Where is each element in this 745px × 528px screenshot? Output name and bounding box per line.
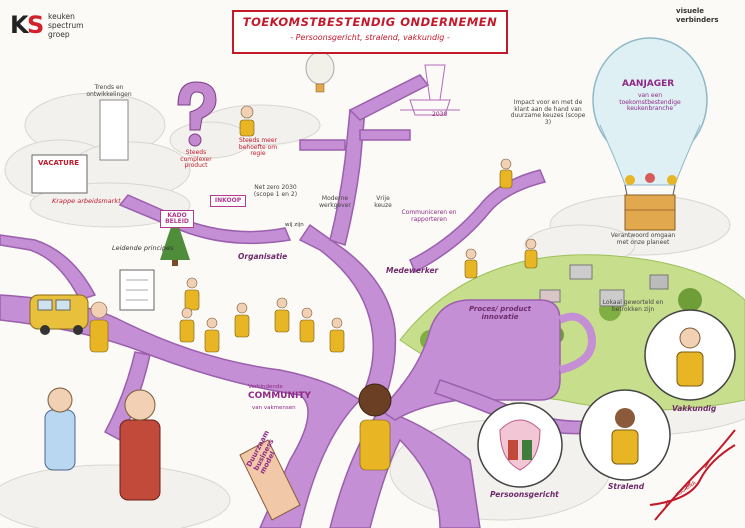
label-2030: 2030 [432, 111, 448, 118]
balloon-title: AANJAGER [622, 79, 675, 89]
vacature-board [31, 99, 129, 194]
label-trends: Trends en ontwikkelingen [86, 84, 132, 98]
label-community-2: COMMUNITY [248, 391, 312, 401]
principles-board [119, 269, 155, 311]
label-vrij: Vrije keuze [374, 195, 392, 209]
label-community-1: Verbindende [248, 384, 283, 390]
label-impact: Impact voor en met de klant aan de hand … [510, 99, 586, 126]
dna-helix [649, 429, 736, 521]
label-vacature: VACATURE [38, 159, 80, 167]
label-medewerker: Medewerker [386, 266, 439, 275]
label-vakkundig: Vakkundig [672, 404, 717, 413]
ks-logo-mark: K S [10, 11, 44, 39]
label-leidende: Leidende principes [112, 244, 174, 252]
label-stralend: Stralend [608, 482, 645, 491]
road-curl [558, 312, 596, 374]
partner-logo-line1: visuele [676, 7, 705, 15]
label-steeds-meer: Steeds meer behoefte om regie [238, 137, 278, 158]
logo-text-spectrum: spectrum [48, 21, 84, 30]
sign-inkoop: INKOOP [210, 195, 246, 207]
label-lokaal: Lokaal geworteld en betrokken zijn [602, 299, 664, 313]
logo-text-groep: groep [48, 30, 70, 39]
svg-text:S: S [27, 11, 44, 39]
svg-text:K: K [10, 11, 30, 39]
balloon-text: van een toekomstbestendige keukenbranche [619, 92, 681, 113]
label-persoonsgericht: Persoonsgericht [490, 490, 559, 499]
label-communiceren: Communiceren en rapporteren [401, 209, 457, 223]
label-moderne: Moderne werkgever [319, 195, 351, 209]
hot-air-balloon [592, 37, 708, 231]
portrait-figures [499, 327, 704, 471]
logo-text-keuken: keuken [48, 12, 75, 21]
label-steeds: Steeds complexer product [180, 149, 212, 170]
page-title: TOEKOMSTBESTENDIG ONDERNEMEN [242, 15, 498, 29]
price-tag [239, 439, 301, 521]
label-wij-zijn: wij zijn [285, 222, 304, 228]
title-banner: TOEKOMSTBESTENDIG ONDERNEMEN - Persoonsg… [232, 10, 508, 54]
label-organisatie: Organisatie [238, 252, 288, 261]
tower-2030 [400, 64, 460, 116]
label-verantwoord: Verantwoord omgaan met onze planeet [610, 232, 676, 246]
page-subtitle: - Persoonsgericht, stralend, vakkundig - [290, 33, 450, 42]
question-mark-shape [177, 81, 217, 147]
small-balloon [305, 51, 335, 93]
label-community-3: van vakmensen [252, 405, 296, 411]
sign-kado: KADO BELEID [160, 210, 194, 228]
label-net-zero: Net zero 2030 (scope 1 en 2) [253, 184, 298, 198]
label-proces: Proces/ product innovatie [469, 305, 531, 321]
van [29, 294, 89, 335]
christmas-tree [160, 215, 190, 266]
label-krappe: Krappe arbeidsmarkt [52, 197, 121, 205]
partner-logo-line2: verbinders [676, 16, 719, 24]
